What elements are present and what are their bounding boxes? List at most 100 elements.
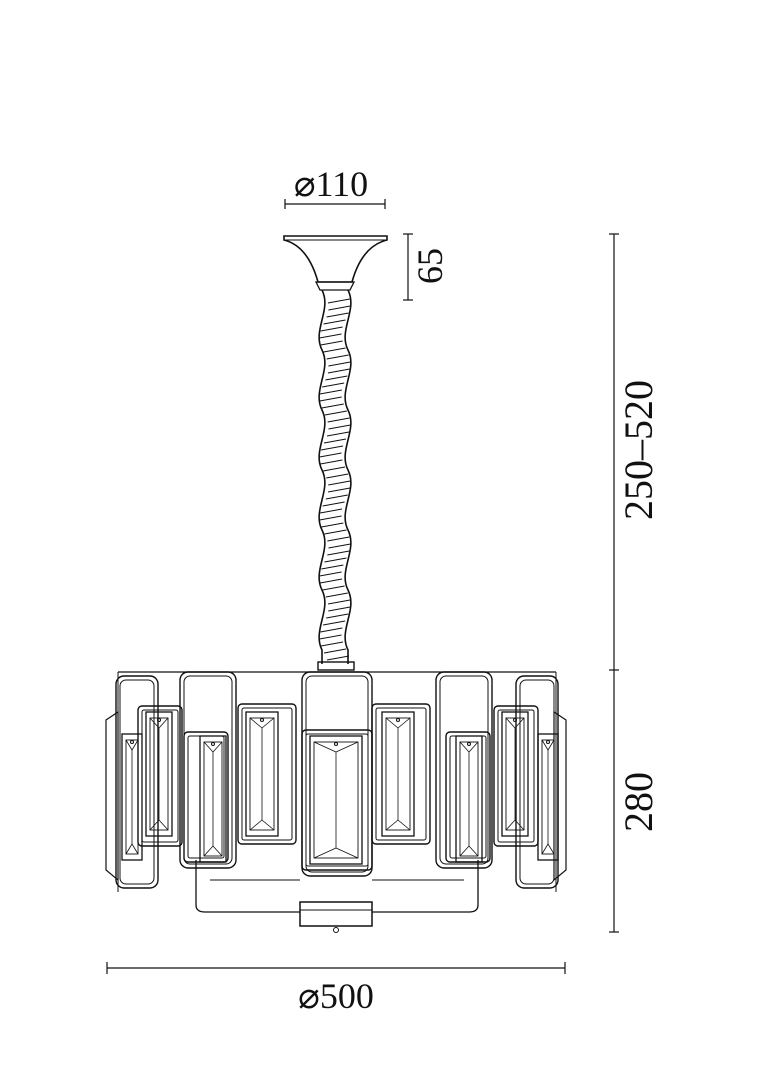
- crystal-6: [455, 735, 483, 863]
- rod-hatch-line: [322, 466, 346, 472]
- front-frame-1-inner: [305, 733, 369, 867]
- rod-hatch-line: [325, 375, 348, 381]
- rod-hatch-line: [320, 340, 343, 346]
- rod-hatch-line: [319, 634, 342, 640]
- rod-hatch-line: [326, 431, 350, 437]
- canopy-height-label: 65: [410, 248, 450, 284]
- crystal-8-bevel: [547, 843, 555, 855]
- crystal-3-bevel: [261, 819, 275, 831]
- crystal-7-bevel: [514, 819, 525, 831]
- crystal-8-bevel: [541, 843, 549, 855]
- crystal-8-bevel: [541, 739, 549, 751]
- rod-hatch-line: [323, 347, 346, 353]
- crystal-7: [501, 711, 529, 837]
- crystal-6-pin: [467, 742, 471, 746]
- chandelier-body: [105, 671, 567, 933]
- rod-hatch-line: [327, 368, 350, 374]
- crystal-1-bevel: [158, 819, 169, 831]
- body-height-label: 280: [616, 772, 661, 832]
- front-frame-0: [183, 731, 229, 863]
- crystal-2-bevel: [203, 741, 214, 753]
- crystal-1-pin: [157, 718, 161, 722]
- canopy-diameter-dimension: ⌀110: [284, 164, 386, 209]
- back-frame-1: [179, 671, 237, 869]
- body-diameter-dimension: ⌀500: [106, 962, 566, 1016]
- back-frame-4-inner: [519, 679, 555, 885]
- crystal-6-bevel: [468, 741, 479, 753]
- rod-hatching: [319, 298, 351, 661]
- crystal-4-bevel: [335, 741, 359, 753]
- rod-hatch-line: [319, 389, 342, 395]
- crystal-2-bevel: [203, 845, 214, 857]
- crystal-3-bevel: [261, 717, 275, 729]
- rod-hatch-line: [328, 487, 351, 493]
- rod-hatch-line: [323, 319, 346, 325]
- crystal-4-pin: [334, 742, 338, 746]
- back-frame-1-inner: [183, 675, 233, 865]
- back-frame-0-inner: [119, 679, 155, 885]
- rod-hatch-line: [319, 515, 342, 521]
- crystal-5-bevel: [397, 717, 411, 729]
- crystal-8: [537, 733, 559, 861]
- rod-hatch-line: [324, 529, 347, 535]
- rod-hatch-line: [328, 480, 351, 486]
- rod-hatch-line: [324, 557, 347, 563]
- crystal-0-bevel: [125, 843, 133, 855]
- crystal-5-bevel: [397, 819, 411, 831]
- mid-frame-3-inner: [497, 709, 535, 843]
- crystal-8-bevel: [547, 739, 555, 751]
- rod-hatch-line: [319, 396, 342, 402]
- crystal-5-bevel: [385, 717, 399, 729]
- crystal-4: [309, 735, 363, 865]
- rod-hatch-line: [328, 305, 351, 311]
- rod-hatch-line: [320, 459, 343, 465]
- rod-hatch-line: [326, 473, 349, 479]
- body-diameter-label: ⌀500: [298, 976, 374, 1016]
- rod-hatch-line: [326, 613, 349, 619]
- front-frame-1: [301, 729, 373, 871]
- crystal-3-bevel: [249, 717, 263, 729]
- rod-hatch-line: [327, 550, 350, 556]
- rod-hatch-line: [319, 571, 342, 577]
- rod-hatch-line: [328, 361, 351, 367]
- mid-frame-1-inner: [241, 707, 293, 841]
- rod-hatch-line: [319, 452, 342, 458]
- rod-hatch-line: [320, 326, 343, 332]
- rod-hatch-line: [322, 501, 345, 507]
- rod-hatch-line: [328, 599, 351, 605]
- rod-hatch-line: [325, 592, 348, 598]
- suspension-rod: [317, 289, 355, 671]
- crystal-2-bevel: [212, 741, 223, 753]
- crystal-0: [121, 733, 143, 861]
- crystal-1-bevel: [149, 819, 160, 831]
- crystal-7-pin: [513, 718, 517, 722]
- back-frame-3: [435, 671, 493, 869]
- crystal-3: [245, 711, 279, 837]
- rod-hatch-line: [325, 494, 348, 500]
- right-edge-frame: [553, 710, 567, 882]
- rod-hatch-line: [323, 438, 347, 444]
- rod-hatch-line: [326, 655, 350, 661]
- rod-hatch-line: [322, 585, 345, 591]
- back-frame-0: [115, 675, 159, 889]
- crystal-2-bevel: [212, 845, 223, 857]
- crystal-0-bevel: [125, 739, 133, 751]
- mid-frame-1: [237, 703, 297, 845]
- crystal-4-bevel: [313, 847, 337, 859]
- front-frame-0-inner: [187, 735, 225, 859]
- rod-hatch-line: [328, 424, 351, 430]
- rod-hatch-line: [321, 522, 344, 528]
- rod-hatch-line: [320, 627, 343, 633]
- mid-frame-2-inner: [375, 707, 427, 841]
- suspension-length-label: 250–520: [616, 380, 661, 520]
- rod-hatch-line: [321, 403, 344, 409]
- rod-hatch-line: [327, 417, 350, 423]
- crystal-4-bevel: [313, 741, 337, 753]
- front-frame-2: [445, 731, 491, 863]
- crystal-panels: [105, 671, 567, 889]
- rod-hatch-line: [320, 508, 343, 514]
- rod-hatch-line: [322, 382, 345, 388]
- crystal-1-bevel: [149, 717, 160, 729]
- canopy-diameter-label: ⌀110: [294, 164, 368, 204]
